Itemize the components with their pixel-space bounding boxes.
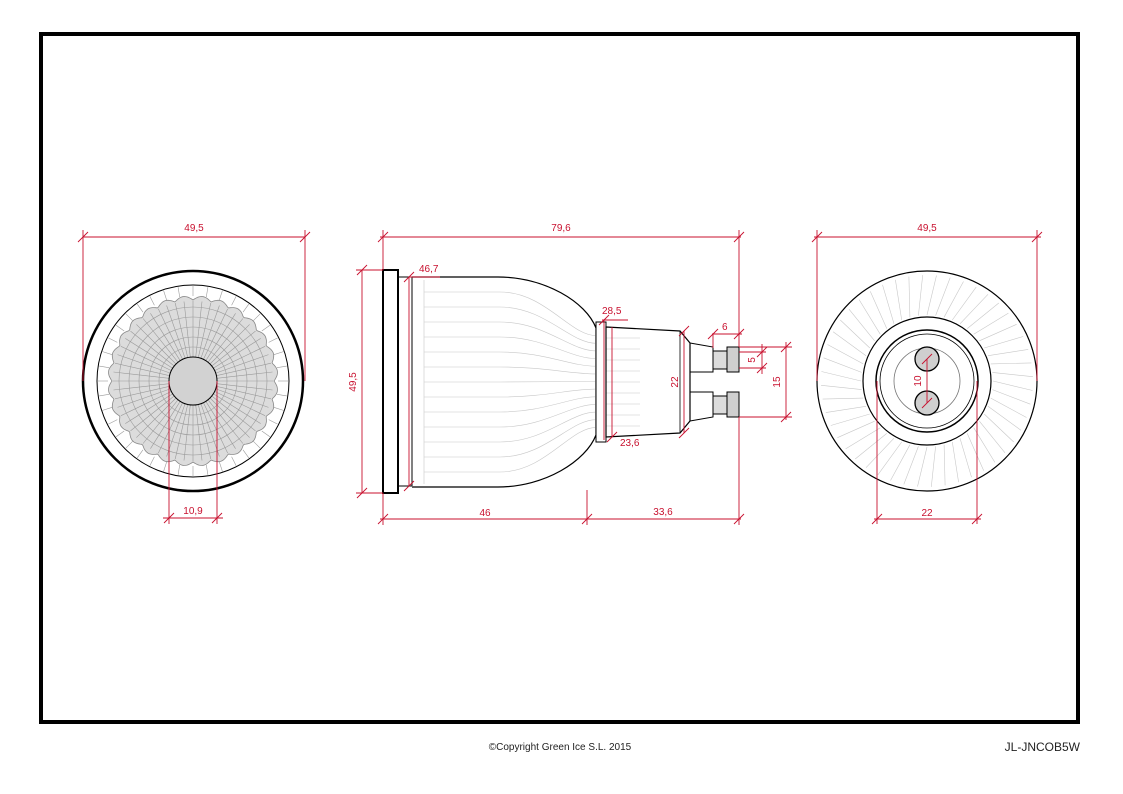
side-dim-length: 79,6 xyxy=(551,223,571,234)
side-dim-rear: 33,6 xyxy=(653,507,673,518)
side-pin-head-top xyxy=(712,350,728,370)
back-dim-diameter: 49,5 xyxy=(917,223,937,234)
front-dim-chip: 10,9 xyxy=(183,506,203,517)
side-dim-base: 22 xyxy=(670,376,681,388)
copyright-text: ©Copyright Green Ice S.L. 2015 xyxy=(488,742,632,753)
front-inner-rim xyxy=(96,284,290,478)
side-pin-neck-top xyxy=(689,342,714,373)
side-dim-inner: 46,7 xyxy=(419,264,439,275)
side-pin-head-bottom xyxy=(712,395,728,415)
side-dim-pin-length: 6 xyxy=(722,322,728,333)
side-pin-cap-bottom xyxy=(726,391,740,418)
back-view: 10 49,5 22 xyxy=(811,223,1043,525)
side-dim-diameter: 49,5 xyxy=(348,372,359,392)
side-pin-neck-bottom xyxy=(689,391,714,422)
side-neck-lines xyxy=(606,337,640,427)
side-fin-lines xyxy=(423,280,597,484)
front-led-chip xyxy=(168,356,218,406)
side-dim-neck-bottom: 23,6 xyxy=(620,438,640,449)
side-view: 79,6 49,5 46,7 28,5 23,6 22 6 xyxy=(348,223,792,525)
side-dim-body: 46 xyxy=(479,508,491,519)
side-dim-neck-top: 28,5 xyxy=(602,306,622,317)
front-dim-diameter: 49,5 xyxy=(184,223,204,234)
side-pin-cap-top xyxy=(726,346,740,373)
model-code: JL-JNCOB5W xyxy=(1004,740,1080,754)
side-dim-pin-span: 15 xyxy=(772,376,783,388)
front-reflector-lines xyxy=(98,286,288,476)
side-dim-pin-dia: 5 xyxy=(747,357,758,363)
back-fin-lines xyxy=(821,275,1033,487)
back-dim-pins: 10 xyxy=(913,375,924,387)
back-dim-base: 22 xyxy=(921,508,933,519)
side-front-flange xyxy=(382,269,399,494)
front-lens-lines xyxy=(113,301,273,461)
front-view: 49,5 10,9 xyxy=(77,223,311,524)
side-neck-ring xyxy=(595,321,607,443)
